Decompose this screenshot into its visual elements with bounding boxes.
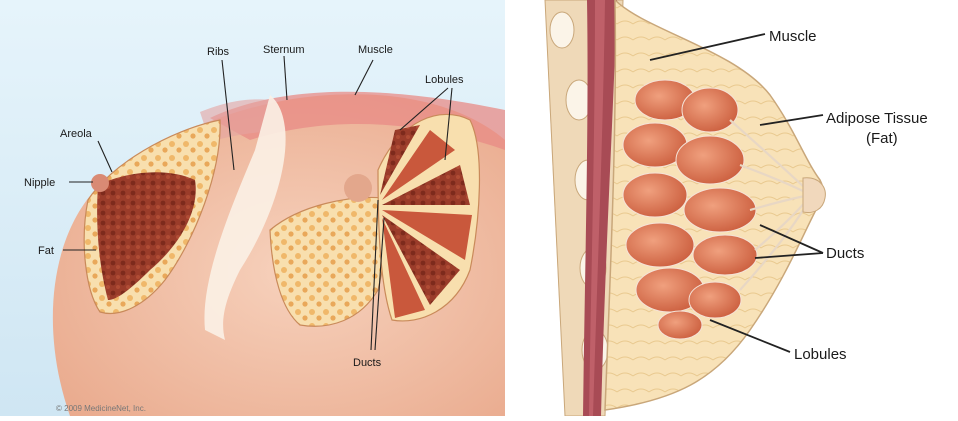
label-ribs: Ribs: [207, 46, 230, 58]
label-lobules: Lobules: [425, 74, 464, 86]
label-ducts: Ducts: [353, 357, 382, 369]
right-areola: [344, 174, 372, 202]
label-areola: Areola: [60, 128, 93, 140]
front-view-svg: Ribs Sternum Muscle Lobules Areola Nippl…: [0, 0, 505, 416]
side-view-svg: Muscle Adipose Tissue (Fat) Ducts Lobule…: [505, 0, 958, 416]
front-view-illustration: Ribs Sternum Muscle Lobules Areola Nippl…: [0, 0, 505, 416]
label-fat: Fat: [38, 245, 54, 257]
label-lobules-right: Lobules: [794, 346, 847, 363]
side-view-illustration: Muscle Adipose Tissue (Fat) Ducts Lobule…: [505, 0, 958, 416]
left-nipple: [91, 174, 109, 192]
copyright-notice: © 2009 MedicineNet, Inc.: [56, 404, 146, 413]
label-ducts-right: Ducts: [826, 245, 864, 262]
label-muscle: Muscle: [358, 44, 393, 56]
label-sternum: Sternum: [263, 44, 305, 56]
label-adipose-fat: (Fat): [866, 130, 898, 147]
label-muscle-right: Muscle: [769, 28, 817, 45]
label-nipple: Nipple: [24, 177, 55, 189]
label-adipose-tissue: Adipose Tissue: [826, 110, 928, 127]
